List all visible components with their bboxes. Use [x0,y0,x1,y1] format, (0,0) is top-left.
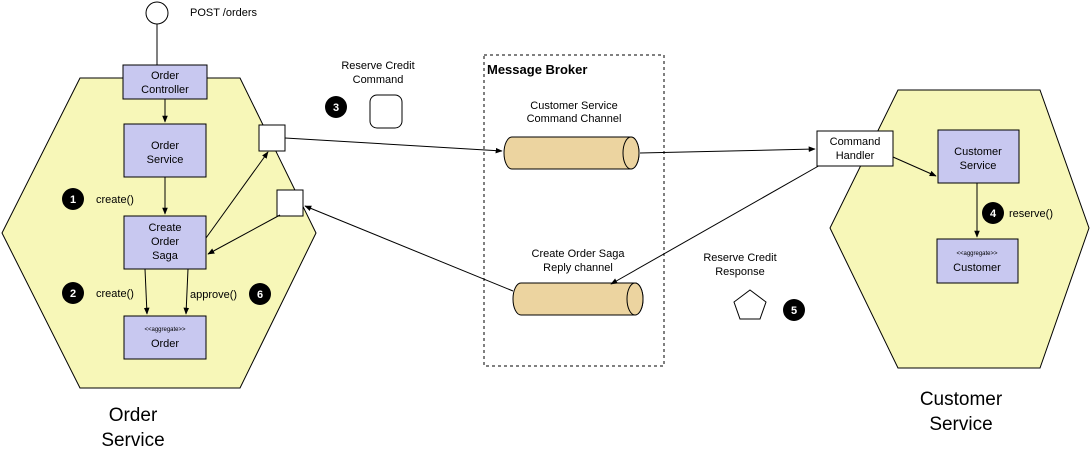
command-handler-box [816,130,894,167]
command-handler-line1: Command [830,136,881,148]
step-6-label: approve() [190,289,237,301]
inbound-port [276,189,304,217]
step-5-badge [783,299,805,321]
step-6-number: 6 [257,289,263,301]
command-message-line1: Reserve Credit [341,60,414,72]
order-service-line1: Order [151,140,179,152]
command-handler-line2: Handler [836,150,875,162]
response-message-line2: Response [715,266,765,278]
step-2-badge [62,282,84,304]
command-channel-line1: Customer Service [530,100,617,112]
saga-line3: Saga [152,250,179,262]
step-4-badge [982,202,1004,224]
order-service-title-line2: Service [101,430,164,451]
command-message-icon [369,94,403,129]
saga-approve-arrow [183,268,190,315]
order-aggregate-box [123,315,207,360]
message-broker-box [483,54,665,367]
response-message-line1: Reserve Credit [703,252,776,264]
reply-channel-line1: Create Order Saga [532,248,626,260]
order-controller-box [122,64,208,100]
command-channel-to-handler-arrow [639,146,816,154]
saga-to-outbound-port-arrow [205,151,269,239]
port-to-command-channel-arrow [284,137,503,154]
entry-point-circle [145,1,169,25]
command-message-line2: Command [353,74,404,86]
saga-create-arrow [143,268,150,315]
response-message-icon [733,289,767,320]
reply-channel-to-port-arrow [304,205,514,292]
saga-line2: Order [151,236,179,248]
customer-service-title-line2: Service [929,414,992,435]
customer-service-box [937,129,1020,184]
order-stereotype: <<aggregate>> [144,327,186,333]
order-service-title-line1: Order [109,405,158,426]
customer-service-hexagon [829,89,1090,369]
step-1-number: 1 [70,194,76,206]
outbound-port [258,124,286,152]
handler-to-reply-channel-arrow [610,163,823,285]
handler-to-customer-service-arrow [892,156,937,177]
saga-line1: Create [148,222,181,234]
step-6-badge [249,283,271,305]
step-4-number: 4 [990,208,997,220]
step-4-label: reserve() [1009,208,1053,220]
order-controller-line2: Controller [141,84,189,96]
step-3-number: 3 [333,102,339,114]
entry-label: POST /orders [190,7,258,19]
customer-aggregate-box [936,238,1019,284]
step-3-badge [325,96,347,118]
create-order-saga-box [123,215,207,270]
customer-service-title-line1: Customer [920,389,1003,410]
message-broker-title: Message Broker [487,62,587,77]
order-name: Order [151,338,179,350]
order-service-line2: Service [147,154,184,166]
customer-service-line2: Service [960,160,997,172]
step-2-label: create() [96,288,134,300]
customer-name: Customer [953,262,1001,274]
command-channel-line2: Command Channel [527,113,622,125]
reply-channel-cylinder [512,282,644,316]
step-1-label: create() [96,194,134,206]
order-controller-line1: Order [151,70,179,82]
command-channel-cylinder [503,136,640,170]
step-1-badge [62,188,84,210]
reply-channel-line2: Reply channel [543,262,613,274]
customer-stereotype: <<aggregate>> [956,251,998,257]
order-service-box [123,123,207,178]
step-2-number: 2 [70,288,76,300]
step-5-number: 5 [791,305,797,317]
customer-service-line1: Customer [954,146,1002,158]
inbound-port-to-saga-arrow [207,214,281,255]
